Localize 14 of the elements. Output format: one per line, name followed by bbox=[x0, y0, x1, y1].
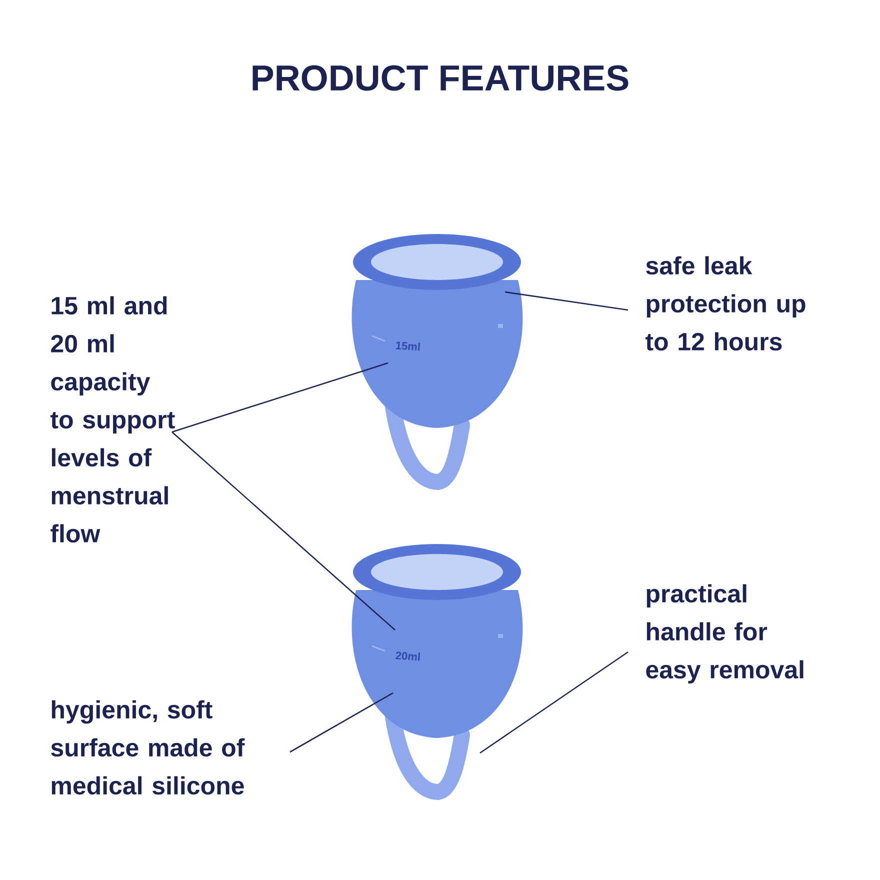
leader-line bbox=[504, 291, 628, 311]
feature-text: hygienic, soft surface made of medical silicone bbox=[51, 700, 245, 795]
feature-text: practical handle for easy removal bbox=[646, 584, 804, 684]
capacity-mark: 15ml bbox=[396, 342, 420, 351]
feature-text: 15 ml and 20 ml capacity to support levels of menstrual flow bbox=[50, 296, 175, 543]
menstrual-cup-drawing bbox=[352, 234, 523, 490]
feature-text: safe leak protection up to 12 hours bbox=[646, 256, 806, 351]
leader-line bbox=[172, 432, 396, 630]
leader-line bbox=[480, 651, 628, 754]
menstrual-cup-drawing bbox=[352, 544, 523, 800]
leader-line bbox=[172, 362, 388, 433]
capacity-mark: 20ml bbox=[396, 652, 420, 661]
title: PRODUCT FEATURES bbox=[252, 65, 628, 91]
leader-line bbox=[290, 692, 394, 753]
